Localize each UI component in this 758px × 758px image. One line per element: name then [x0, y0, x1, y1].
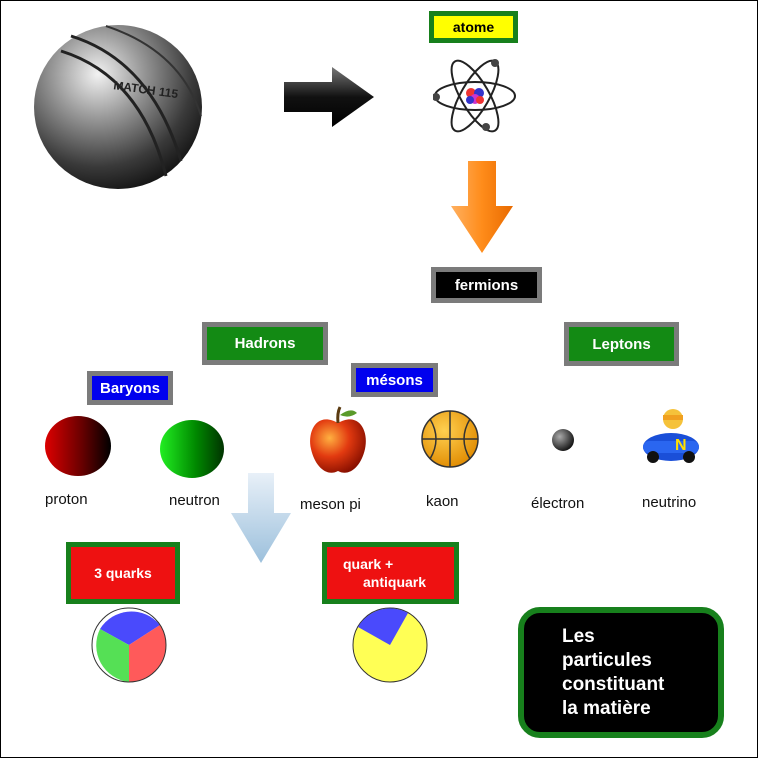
baryons-box: Baryons [87, 371, 173, 405]
final-title-line-1: Les [562, 626, 595, 647]
down-arrow-light-blue-icon [231, 473, 291, 563]
atome-box: atome [429, 11, 518, 43]
final-title-line-2: particules [562, 650, 652, 671]
proton-sphere-icon [45, 416, 111, 476]
quark-antiquark-pie-icon [352, 607, 428, 683]
hadrons-box: Hadrons [202, 322, 328, 365]
petanque-ball-image: MATCH 115 [34, 25, 202, 189]
proton-label: proton [45, 491, 88, 508]
quark-antiquark-box: quark + antiquark [322, 542, 459, 604]
fermions-label: fermions [454, 276, 519, 294]
leptons-box: Leptons [564, 322, 679, 366]
quark-antiquark-label-line2: antiquark [363, 574, 427, 590]
leptons-label: Leptons [592, 335, 651, 353]
hadrons-label: Hadrons [234, 335, 296, 352]
apple-meson-pi-icon [310, 406, 366, 473]
neutrino-car-letter: N [675, 437, 687, 454]
mesons-label: mésons [366, 371, 423, 389]
three-quarks-label: 3 quarks [94, 565, 152, 581]
three-quarks-pie-icon [91, 607, 167, 683]
neutrino-label: neutrino [642, 494, 697, 511]
meson-pi-label: meson pi [300, 496, 361, 513]
basketball-kaon-icon [421, 410, 479, 468]
final-title-line-3: constituant [562, 674, 665, 695]
mesons-box: mésons [351, 363, 438, 397]
atom-icon [433, 59, 516, 133]
three-quarks-box: 3 quarks [66, 542, 180, 604]
final-title-line-4: la matière [562, 698, 651, 719]
electron-label: électron [531, 495, 585, 512]
right-arrow-icon [284, 67, 374, 127]
neutron-label: neutron [169, 492, 220, 509]
neutrino-car-icon: N [643, 409, 699, 463]
electron-dot-icon [552, 429, 574, 451]
down-arrow-orange-icon [451, 161, 513, 253]
final-title-box: Les particules constituant la matière [518, 607, 724, 738]
atome-label: atome [452, 19, 495, 35]
fermions-box: fermions [431, 267, 542, 303]
neutron-sphere-icon [160, 420, 224, 478]
kaon-label: kaon [426, 493, 459, 510]
quark-antiquark-label-line1: quark + [343, 556, 394, 572]
baryons-label: Baryons [99, 379, 161, 397]
